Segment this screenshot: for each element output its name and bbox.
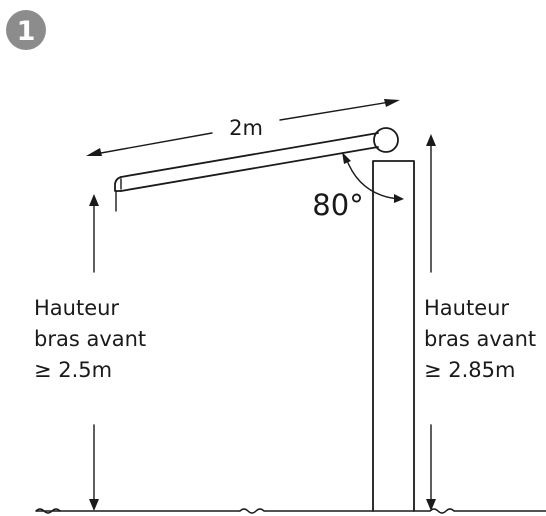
left-height-line1: Hauteur <box>34 296 119 320</box>
right-height-line3: ≥ 2.85m <box>424 358 516 382</box>
step-number: 1 <box>17 16 36 47</box>
right-height-line2: bras avant <box>424 327 536 351</box>
arm-length-label: 2m <box>229 116 263 140</box>
left-height-line3: ≥ 2.5m <box>34 358 112 382</box>
luminaire-arm <box>114 127 399 212</box>
arm-length-dimension: 2m <box>86 99 400 156</box>
step-badge-circle <box>6 10 46 50</box>
ground-line <box>35 508 546 514</box>
angle-label: 80° <box>312 188 363 222</box>
left-height-line2: bras avant <box>34 327 146 351</box>
left-height-dimension: Hauteur bras avant ≥ 2.5m <box>34 194 146 511</box>
arm-joint <box>373 127 399 153</box>
right-height-dimension: Hauteur bras avant ≥ 2.85m <box>424 134 536 511</box>
right-height-line1: Hauteur <box>424 296 509 320</box>
angle-annotation: 80° <box>312 152 404 222</box>
pole <box>372 160 415 512</box>
step-badge: 1 <box>6 10 46 50</box>
